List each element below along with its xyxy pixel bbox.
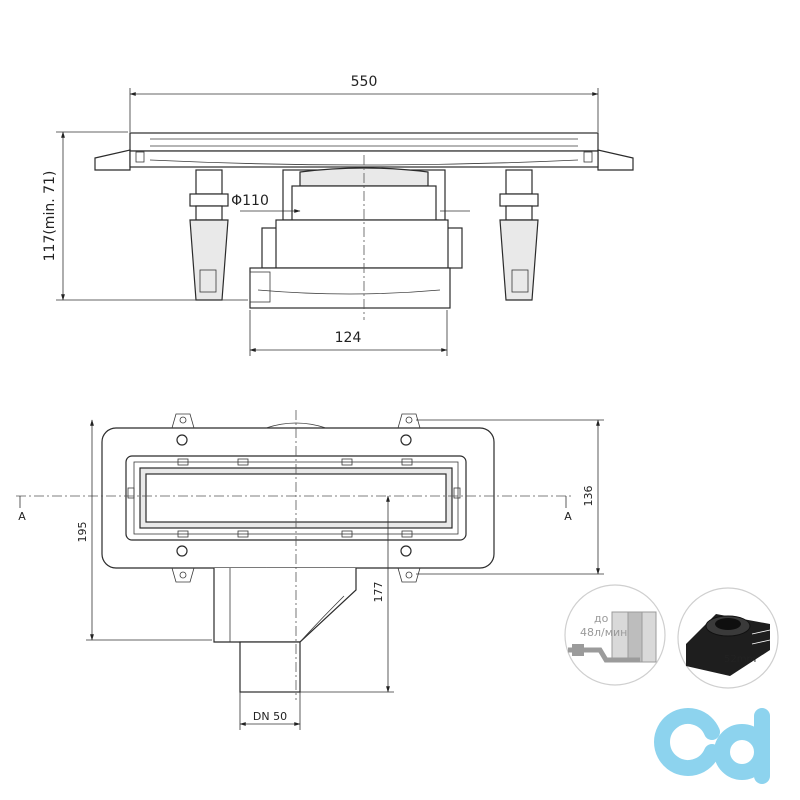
siphon-body bbox=[249, 167, 463, 309]
left-adjustable-foot bbox=[189, 169, 229, 301]
dim-body-width: 124 bbox=[335, 330, 362, 346]
dim-total-height: 117(min. 71) bbox=[42, 171, 58, 262]
detail-flow-rate: до 48л/мин bbox=[564, 584, 666, 686]
dim-plan-depth: 136 bbox=[582, 486, 595, 507]
right-adjustable-foot bbox=[499, 169, 539, 301]
dim-top-width: 550 bbox=[351, 74, 378, 90]
dim-outlet-dn: DN 50 bbox=[253, 710, 287, 723]
dim-plan-total: 195 bbox=[76, 522, 89, 543]
section-mark-right: A bbox=[564, 510, 572, 523]
detail-water-seal: 52mm bbox=[677, 587, 779, 689]
dim-pipe-diameter: Φ110 bbox=[231, 193, 269, 209]
flow-prefix: до bbox=[594, 612, 609, 625]
dim-outlet-length: 177 bbox=[372, 582, 385, 603]
water-seal-height: 52mm bbox=[724, 654, 756, 665]
plan-view: A A 136 195 177 DN 50 bbox=[16, 410, 604, 730]
flow-rate: 48л/мин bbox=[580, 626, 627, 639]
side-view: 550 117(min. 71) Φ110 124 bbox=[42, 74, 634, 356]
brand-logo bbox=[654, 708, 770, 784]
section-mark-left: A bbox=[18, 510, 26, 523]
